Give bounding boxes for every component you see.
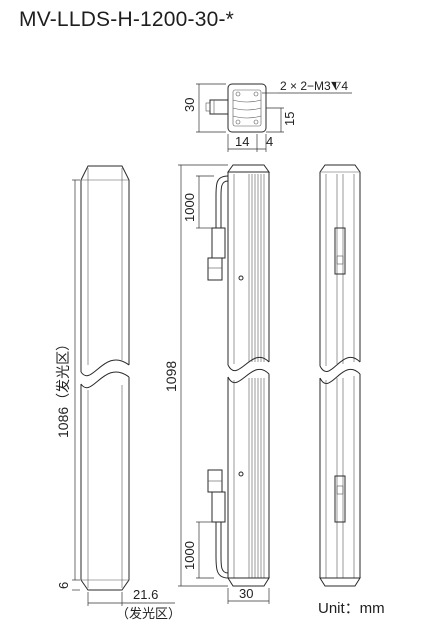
- back-view: [319, 164, 361, 587]
- dim-end-margin: 6: [56, 582, 71, 589]
- dim-emitting-width-note: （发光区）: [116, 606, 181, 621]
- front-view: 1086（发光区） 6 21.6 （发光区）: [55, 165, 181, 621]
- dim-top-height: 30: [182, 98, 197, 112]
- dim-emitting-length: 1086（发光区）: [55, 337, 71, 438]
- dim-screw-spec: 2 × 2−M3⧨4: [280, 79, 348, 93]
- dim-width-4: 4: [266, 134, 273, 149]
- dim-emitting-width: 21.6: [133, 587, 158, 602]
- dim-total-length: 1098: [163, 361, 179, 392]
- product-model-title: MV-LLDS-H-1200-30-*: [19, 8, 235, 31]
- side-view: 1000 1000 1098 30: [163, 164, 270, 604]
- top-view: 30 2 × 2−M3⧨4 15 14 4: [182, 79, 352, 152]
- dim-width-14: 14: [235, 134, 249, 149]
- dim-mount-bottom: 1000: [182, 541, 197, 570]
- dim-mount-top: 1000: [182, 193, 197, 222]
- dim-body-width: 30: [239, 586, 253, 601]
- dim-screw-offset: 15: [282, 112, 297, 126]
- unit-label: Unit：mm: [318, 600, 385, 617]
